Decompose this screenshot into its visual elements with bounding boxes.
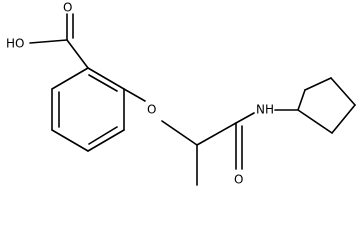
cyclopentyl-ring (274, 77, 356, 134)
ring-bond (87, 67, 125, 90)
benzene-ring (51, 67, 125, 152)
cyclopentyl-bond (331, 104, 356, 134)
cyclopentyl-bond (297, 109, 333, 134)
ring-double-bond (88, 74, 118, 92)
ring-bond (87, 129, 125, 152)
ring-to-ether-oxygen-bond (123, 88, 146, 102)
ether-oxygen-label: O (147, 103, 156, 117)
hydroxyl-label: HO (6, 37, 24, 51)
diagram-canvas: HO O O NH O (6, 1, 356, 187)
propanamide-fragment: NH O (196, 103, 274, 187)
ether-oxygen-to-ch-bond (161, 120, 198, 146)
cyclopentyl-bond (304, 77, 332, 91)
cyclopentyl-bond (330, 77, 356, 106)
amide-carbonyl-oxygen-label: O (234, 173, 243, 187)
carboxyl-c-oh-bond (29, 39, 68, 44)
ring-bond (51, 67, 89, 90)
cyclopentyl-bond (297, 89, 306, 111)
amide-nitrogen-label: NH (256, 103, 274, 117)
ring-double-bond (88, 126, 118, 145)
ch-to-carbonyl-bond (196, 122, 237, 146)
molecule-structure: HO O O NH O (6, 1, 356, 187)
ring-bond (51, 129, 89, 152)
ether-linkage: O (123, 88, 198, 146)
carbonyl-to-nitrogen-bond (235, 112, 255, 124)
carboxylic-acid-group: HO O (6, 1, 89, 69)
acid-carbonyl-oxygen-label: O (63, 1, 72, 15)
ring-to-carboxyl-bond (66, 39, 89, 69)
